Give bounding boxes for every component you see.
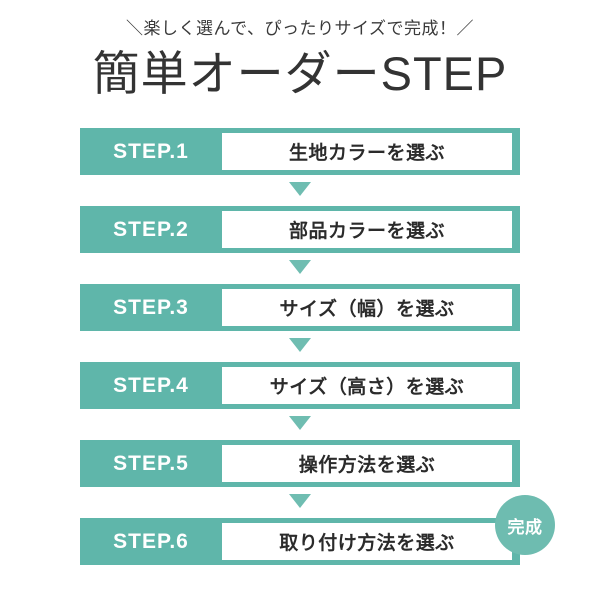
step-title-4: サイズ（高さ）を選ぶ	[269, 377, 465, 398]
step-number-label-6: STEP.6	[113, 529, 189, 553]
step-number-label-4: STEP.4	[113, 373, 189, 397]
step-list: STEP.1 生地カラーを選ぶ STEP.2 部品カラーを選ぶ STEP.3 サ…	[80, 128, 520, 565]
step-title-1: 生地カラーを選ぶ	[288, 143, 445, 164]
page-title: 簡単オーダーSTEP	[92, 47, 508, 100]
step-title-box-5: 操作方法を選ぶ	[222, 445, 512, 482]
chevron-down-icon	[289, 416, 311, 430]
step-row-1[interactable]: STEP.1 生地カラーを選ぶ	[80, 128, 520, 175]
chevron-down-icon	[289, 260, 311, 274]
step-connector-4	[80, 409, 520, 440]
chevron-down-icon	[289, 494, 311, 508]
step-title-box-1: 生地カラーを選ぶ	[222, 133, 512, 170]
step-connector-2	[80, 253, 520, 284]
step-number-label-1: STEP.1	[113, 139, 189, 163]
step-title-3: サイズ（幅）を選ぶ	[279, 299, 455, 320]
step-connector-5	[80, 487, 520, 518]
header-tagline: ＼楽しく選んで、ぴったりサイズで完成！／	[126, 19, 474, 38]
step-connector-1	[80, 175, 520, 206]
completion-badge: 完成	[495, 495, 555, 555]
step-row-3[interactable]: STEP.3 サイズ（幅）を選ぶ	[80, 284, 520, 331]
step-title-2: 部品カラーを選ぶ	[288, 221, 445, 242]
step-row-4[interactable]: STEP.4 サイズ（高さ）を選ぶ	[80, 362, 520, 409]
chevron-down-icon	[289, 338, 311, 352]
step-title-5: 操作方法を選ぶ	[298, 455, 436, 476]
step-title-box-2: 部品カラーを選ぶ	[222, 211, 512, 248]
step-row-6[interactable]: STEP.6 取り付け方法を選ぶ	[80, 518, 520, 565]
chevron-down-icon	[289, 182, 311, 196]
step-row-5[interactable]: STEP.5 操作方法を選ぶ	[80, 440, 520, 487]
step-connector-3	[80, 331, 520, 362]
step-title-6: 取り付け方法を選ぶ	[279, 533, 455, 554]
step-number-label-5: STEP.5	[113, 451, 189, 475]
step-title-box-3: サイズ（幅）を選ぶ	[222, 289, 512, 326]
step-title-box-4: サイズ（高さ）を選ぶ	[222, 367, 512, 404]
step-number-label-3: STEP.3	[113, 295, 189, 319]
step-number-label-2: STEP.2	[113, 217, 189, 241]
step-title-box-6: 取り付け方法を選ぶ	[222, 523, 512, 560]
completion-badge-label: 完成	[507, 517, 543, 537]
step-row-2[interactable]: STEP.2 部品カラーを選ぶ	[80, 206, 520, 253]
page-header: ＼楽しく選んで、ぴったりサイズで完成！／ 簡単オーダーSTEP	[0, 18, 600, 102]
